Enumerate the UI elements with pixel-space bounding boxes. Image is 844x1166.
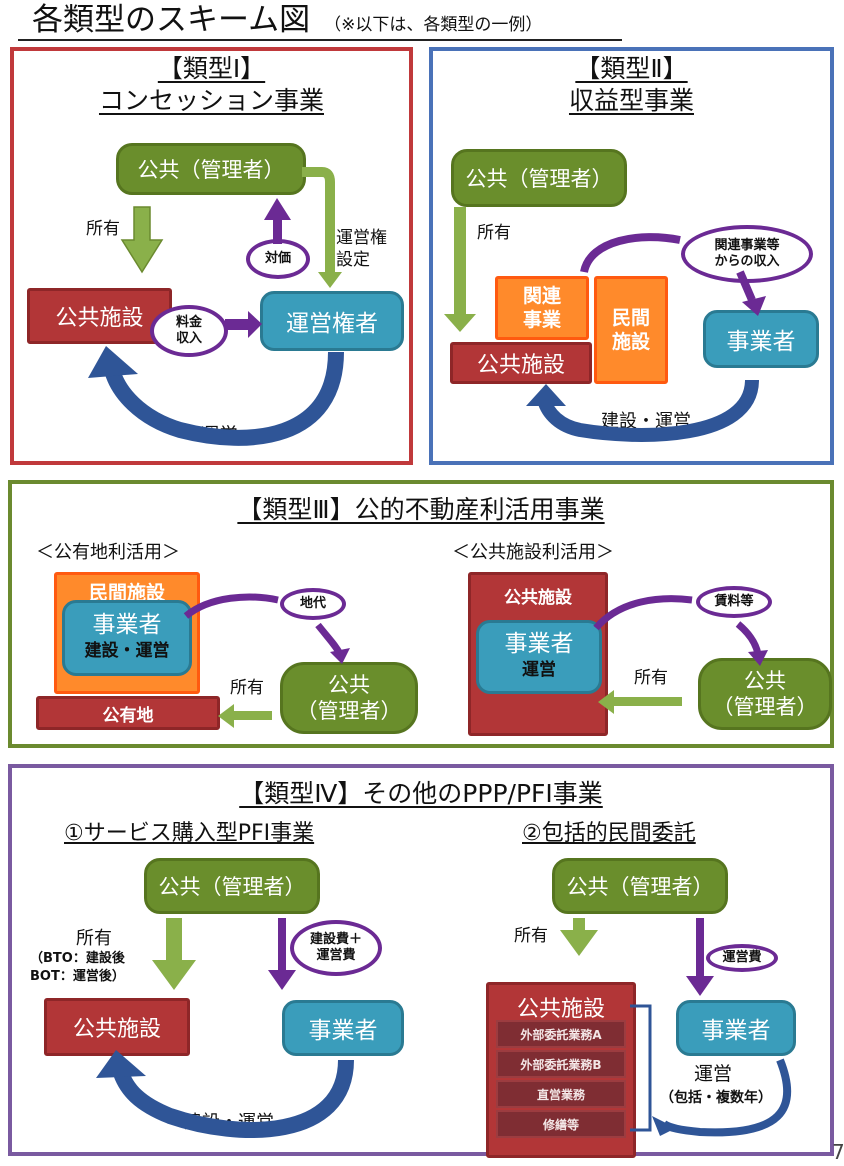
- title-underline: [18, 39, 622, 41]
- type4-heading: 【類型Ⅳ】その他のPPP/PFI事業: [239, 779, 603, 808]
- type4-left-ownership-note: （BTO：建設後 BOT：運営後）: [30, 951, 125, 984]
- type4-right-operation-label: 運営: [694, 1063, 733, 1085]
- type3-left-public-manager: 公共 （管理者）: [280, 662, 418, 734]
- panel-type3-public-real-estate: 【類型Ⅲ】公的不動産利活用事業 ＜公有地利活用＞ 民間施設 事業者 建設・運営 …: [8, 480, 834, 748]
- type4-left-business-operator: 事業者: [282, 1000, 404, 1056]
- type2-build-operate-label: 建設・運営: [601, 411, 691, 432]
- type1-consideration-oval: 対価: [246, 239, 310, 279]
- type1-fee-income-oval: 料金 収入: [150, 305, 228, 357]
- type4-left-public-facility: 公共施設: [44, 998, 190, 1056]
- task-outsourced-b: 外部委託業務B: [496, 1050, 626, 1078]
- type2-heading-2: 収益型事業: [568, 86, 694, 115]
- type3-left-subheading: ＜公有地利活用＞: [36, 542, 180, 563]
- type4-left-subheading: ①サービス購入型PFI事業: [64, 821, 315, 846]
- task-repairs: 修繕等: [496, 1110, 626, 1138]
- type4-left-public-manager: 公共（管理者）: [144, 858, 320, 914]
- type2-business-operator: 事業者: [703, 310, 819, 368]
- panel-type2-revenue: 【類型Ⅱ】 収益型事業 公共（管理者） 所有 関連 事業 民間 施設 公共施設 …: [429, 47, 834, 465]
- type2-related-business: 関連 事業: [495, 276, 589, 340]
- type3-right-public-manager: 公共 （管理者）: [698, 658, 832, 730]
- type4-right-subheading: ②包括的民間委託: [522, 821, 696, 846]
- task-direct: 直営業務: [496, 1080, 626, 1108]
- type1-heading-2: コンセッション事業: [98, 86, 324, 115]
- type2-public-manager: 公共（管理者）: [451, 149, 627, 207]
- type3-right-subheading: ＜公共施設利活用＞: [452, 542, 614, 563]
- type2-ownership-label: 所有: [477, 223, 511, 243]
- type2-income-oval: 関連事業等 からの収入: [681, 225, 813, 283]
- type4-right-public-manager: 公共（管理者）: [552, 858, 728, 914]
- type1-ownership-label: 所有: [86, 219, 120, 239]
- type1-operator: 運営権者: [260, 291, 404, 351]
- type3-left-business-operator: 事業者 建設・運営: [62, 600, 192, 676]
- type1-heading-1: 【類型Ⅰ】: [157, 54, 266, 83]
- page-subtitle: （※以下は、各類型の一例）: [324, 15, 543, 35]
- type1-public-facility: 公共施設: [27, 288, 172, 344]
- type3-public-land: 公有地: [36, 696, 220, 730]
- type3-left-ownership-label: 所有: [230, 678, 264, 698]
- panel-type4-other-ppp-pfi: 【類型Ⅳ】その他のPPP/PFI事業 ①サービス購入型PFI事業 ②包括的民間委…: [8, 764, 834, 1158]
- type3-right-business-operator: 事業者 運営: [476, 620, 602, 694]
- task-outsourced-a: 外部委託業務A: [496, 1020, 626, 1048]
- type4-left-ownership-label: 所有: [76, 928, 112, 949]
- type4-operating-cost-oval: 運営費: [706, 944, 778, 972]
- type4-cost-oval: 建設費＋ 運営費: [290, 920, 382, 976]
- type4-right-operation-note: （包括・複数年）: [660, 1090, 772, 1106]
- type1-public-manager: 公共（管理者）: [116, 143, 306, 195]
- type1-right-setting-label: 運営権 設定: [336, 228, 387, 270]
- type3-right-ownership-label: 所有: [634, 668, 668, 688]
- type2-heading-1: 【類型Ⅱ】: [575, 54, 688, 83]
- type4-right-business-operator: 事業者: [676, 1000, 796, 1056]
- type3-heading: 【類型Ⅲ】公的不動産利活用事業: [237, 495, 605, 524]
- type4-left-build-operate-label: 建設・運営: [184, 1112, 274, 1133]
- type3-rent-oval: 賃料等: [696, 586, 772, 618]
- type4-right-ownership-label: 所有: [514, 926, 548, 946]
- type2-public-facility: 公共施設: [450, 342, 592, 384]
- page-title-text: 各類型のスキーム図: [32, 2, 311, 38]
- panel-type1-concession: 【類型Ⅰ】 コンセッション事業 公共（管理者） 所有 運営権 設定 公共施設 運…: [10, 47, 413, 465]
- page-number: 7: [832, 1140, 844, 1164]
- type2-private-facility: 民間 施設: [594, 276, 668, 384]
- type3-ground-rent-oval: 地代: [280, 588, 346, 620]
- page-title: 各類型のスキーム図 （※以下は、各類型の一例）: [32, 2, 542, 43]
- type1-operation-label: 運営: [200, 424, 239, 446]
